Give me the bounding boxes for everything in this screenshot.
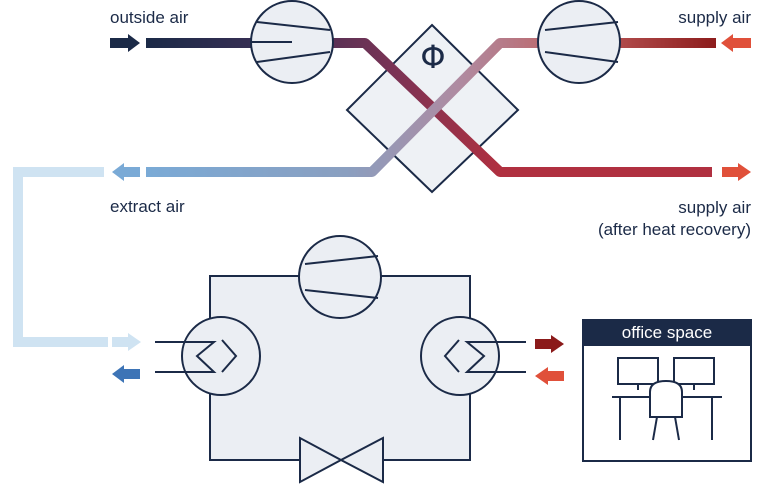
compressor-icon <box>298 235 382 319</box>
heat-exchanger-symbol: Φ <box>420 38 445 76</box>
supply-air-hr-line1: supply air <box>678 198 751 217</box>
extract-air-label: extract air <box>110 197 185 216</box>
extract-air-inlet-arrow-icon <box>112 333 141 351</box>
outside-air-arrow-icon <box>110 34 140 52</box>
supply-air-label: supply air <box>678 8 751 27</box>
supply-air-after-heat-recovery-label: supply air (after heat recovery) <box>598 197 751 241</box>
office-workstation-icon <box>612 357 722 441</box>
office-space-title: office space <box>583 320 751 346</box>
exhaust-air-arrow-icon <box>112 365 140 383</box>
supply-air-hr-line2: (after heat recovery) <box>597 220 751 239</box>
supply-air-in-arrow-icon <box>721 34 751 52</box>
evaporator-icon <box>155 316 261 396</box>
office-return-arrow-icon <box>535 367 564 385</box>
extract-air-arrow-icon <box>112 163 140 181</box>
supply-air-fan-icon <box>537 0 621 84</box>
outside-air-label: outside air <box>110 8 189 27</box>
expansion-valve-icon <box>299 436 384 484</box>
condenser-icon <box>420 316 526 396</box>
office-supply-arrow-icon <box>535 335 564 353</box>
outside-air-fan-icon <box>250 0 334 84</box>
extract-air-connection <box>13 167 108 347</box>
extract-air-duct-crossing <box>368 39 504 176</box>
supply-air-out-arrow-icon <box>722 163 751 181</box>
